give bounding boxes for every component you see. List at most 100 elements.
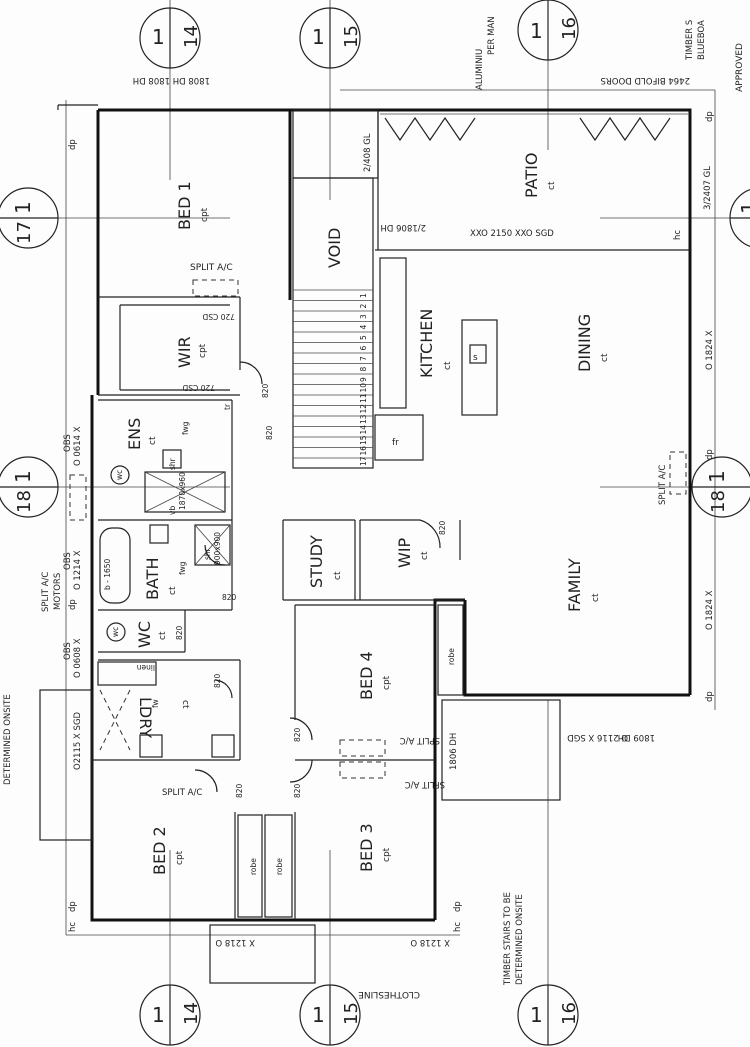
- toilet-ens: [110, 465, 130, 485]
- svg-text:16: 16: [559, 17, 580, 40]
- bathtub: [99, 527, 131, 604]
- svg-text:dp: dp: [68, 901, 78, 912]
- svg-text:16: 16: [559, 1002, 580, 1025]
- svg-text:SPLIT A/C: SPLIT A/C: [41, 572, 51, 612]
- svg-text:18: 18: [14, 490, 35, 513]
- svg-text:18: 18: [708, 490, 729, 513]
- svg-text:2/408 GL: 2/408 GL: [363, 133, 373, 172]
- approved-stamp: APPROVED: [735, 43, 745, 92]
- svg-text:ct: ct: [148, 436, 158, 445]
- room-patio-label: PATIO: [522, 153, 541, 198]
- stair-number: 14: [359, 425, 368, 435]
- laundry-tub: [139, 734, 163, 758]
- svg-text:15: 15: [341, 25, 362, 48]
- svg-text:dp: dp: [705, 691, 715, 702]
- svg-text:dp: dp: [705, 111, 715, 122]
- svg-text:shr: shr: [168, 457, 177, 470]
- svg-text:O 0614 X: O 0614 X: [73, 426, 83, 466]
- svg-text:820: 820: [293, 727, 302, 742]
- svg-text:X 1218 O: X 1218 O: [410, 937, 450, 947]
- svg-text:cpt: cpt: [200, 207, 210, 222]
- shower-bath: [194, 524, 231, 566]
- section-marker-bottom-15: 1 15: [299, 984, 362, 1046]
- svg-text:SPLIT A/C: SPLIT A/C: [400, 735, 440, 745]
- svg-text:ct: ct: [443, 361, 453, 370]
- stair-number: 6: [359, 346, 368, 351]
- svg-text:1870x960: 1870x960: [178, 472, 187, 510]
- external-stairs: [39, 689, 561, 984]
- svg-text:3/2407 GL: 3/2407 GL: [703, 166, 713, 210]
- svg-text:TIMBER STAIRS TO BE: TIMBER STAIRS TO BE: [503, 892, 513, 986]
- stair-number: 5: [359, 335, 368, 340]
- stair-number: 10: [359, 383, 368, 393]
- svg-text:1: 1: [737, 201, 750, 214]
- svg-text:OBS: OBS: [63, 642, 73, 660]
- svg-text:hc: hc: [68, 922, 78, 932]
- svg-text:O 1824 X: O 1824 X: [705, 590, 715, 630]
- svg-text:ALUMINIU: ALUMINIU: [475, 49, 485, 90]
- svg-text:O 1824 X: O 1824 X: [705, 330, 715, 370]
- svg-text:OBS: OBS: [63, 434, 73, 452]
- svg-text:15: 15: [341, 1002, 362, 1025]
- section-marker-right-partial: 1: [729, 189, 750, 247]
- svg-text:1: 1: [312, 1003, 325, 1027]
- svg-text:hc: hc: [453, 922, 463, 932]
- svg-text:ct: ct: [180, 700, 190, 709]
- svg-text:DETERMINED ONSITE: DETERMINED ONSITE: [3, 694, 13, 785]
- room-bath-label: BATH: [143, 558, 162, 600]
- door-swings: [194, 361, 441, 793]
- svg-text:ct: ct: [420, 551, 430, 560]
- section-lines: [35, 0, 735, 1000]
- room-labels: BED 1 cpt WIR cpt ENS ct BATH ct WC ct L…: [125, 153, 610, 875]
- section-marker-right-18: 1 18: [691, 456, 750, 518]
- section-marker-bottom-14: 1 14: [139, 984, 202, 1046]
- split-ac-units: [69, 279, 687, 779]
- svg-text:820: 820: [213, 673, 222, 688]
- stair-number: 7: [359, 356, 368, 361]
- svg-text:820: 820: [222, 593, 237, 602]
- stair-number: 1: [359, 293, 368, 298]
- svg-text:O 2116 X SGD: O 2116 X SGD: [567, 732, 628, 742]
- room-bed4-label: BED 4: [357, 651, 376, 700]
- svg-text:820: 820: [438, 520, 447, 535]
- svg-text:1806 DH: 1806 DH: [449, 733, 459, 770]
- svg-text:CLOTHESLINE: CLOTHESLINE: [358, 989, 420, 999]
- svg-text:dp: dp: [705, 449, 715, 460]
- room-ens-label: ENS: [125, 418, 144, 450]
- svg-text:1: 1: [11, 470, 35, 483]
- room-study-label: STUDY: [307, 535, 326, 588]
- shower-ens: [144, 471, 226, 513]
- svg-text:robe: robe: [275, 858, 284, 875]
- bifold-doors: [380, 113, 690, 142]
- room-wir-label: WIR: [175, 336, 194, 368]
- svg-text:DETERMINED ONSITE: DETERMINED ONSITE: [515, 894, 525, 985]
- room-bed3-label: BED 3: [357, 823, 376, 872]
- svg-text:1: 1: [530, 1003, 543, 1027]
- stair-number: 11: [359, 393, 368, 403]
- stair-number: 13: [359, 414, 368, 424]
- stair-number: 16: [359, 446, 368, 456]
- stair-number: 3: [359, 314, 368, 319]
- svg-text:O2115 X SGD: O2115 X SGD: [73, 711, 83, 770]
- svg-text:2464 BIFOLD DOORS: 2464 BIFOLD DOORS: [601, 75, 690, 85]
- basin-bath: [149, 524, 169, 544]
- section-marker-left-17: 1 17: [0, 187, 59, 249]
- svg-text:820: 820: [261, 383, 270, 398]
- stair-number: 15: [359, 435, 368, 445]
- svg-text:cpt: cpt: [175, 850, 185, 865]
- basin-ens: [162, 449, 182, 469]
- svg-text:wc: wc: [111, 627, 120, 637]
- stair-number: 9: [359, 377, 368, 382]
- room-ldry-label: LDRY: [136, 697, 155, 738]
- svg-text:fwg: fwg: [181, 421, 190, 435]
- svg-text:s: s: [473, 353, 478, 363]
- room-dining-label: DINING: [575, 314, 594, 372]
- svg-text:ct: ct: [547, 181, 557, 190]
- svg-text:O 0608 X: O 0608 X: [73, 638, 83, 678]
- svg-text:wc: wc: [115, 470, 124, 480]
- svg-text:820: 820: [175, 625, 184, 640]
- room-bed2-label: BED 2: [150, 826, 169, 875]
- kitchen-bench: s fr: [374, 257, 498, 461]
- annotations: 1808 DH 1808 DH 2464 BIFOLD DOORS 2/408 …: [3, 16, 745, 999]
- svg-text:robe: robe: [249, 858, 258, 875]
